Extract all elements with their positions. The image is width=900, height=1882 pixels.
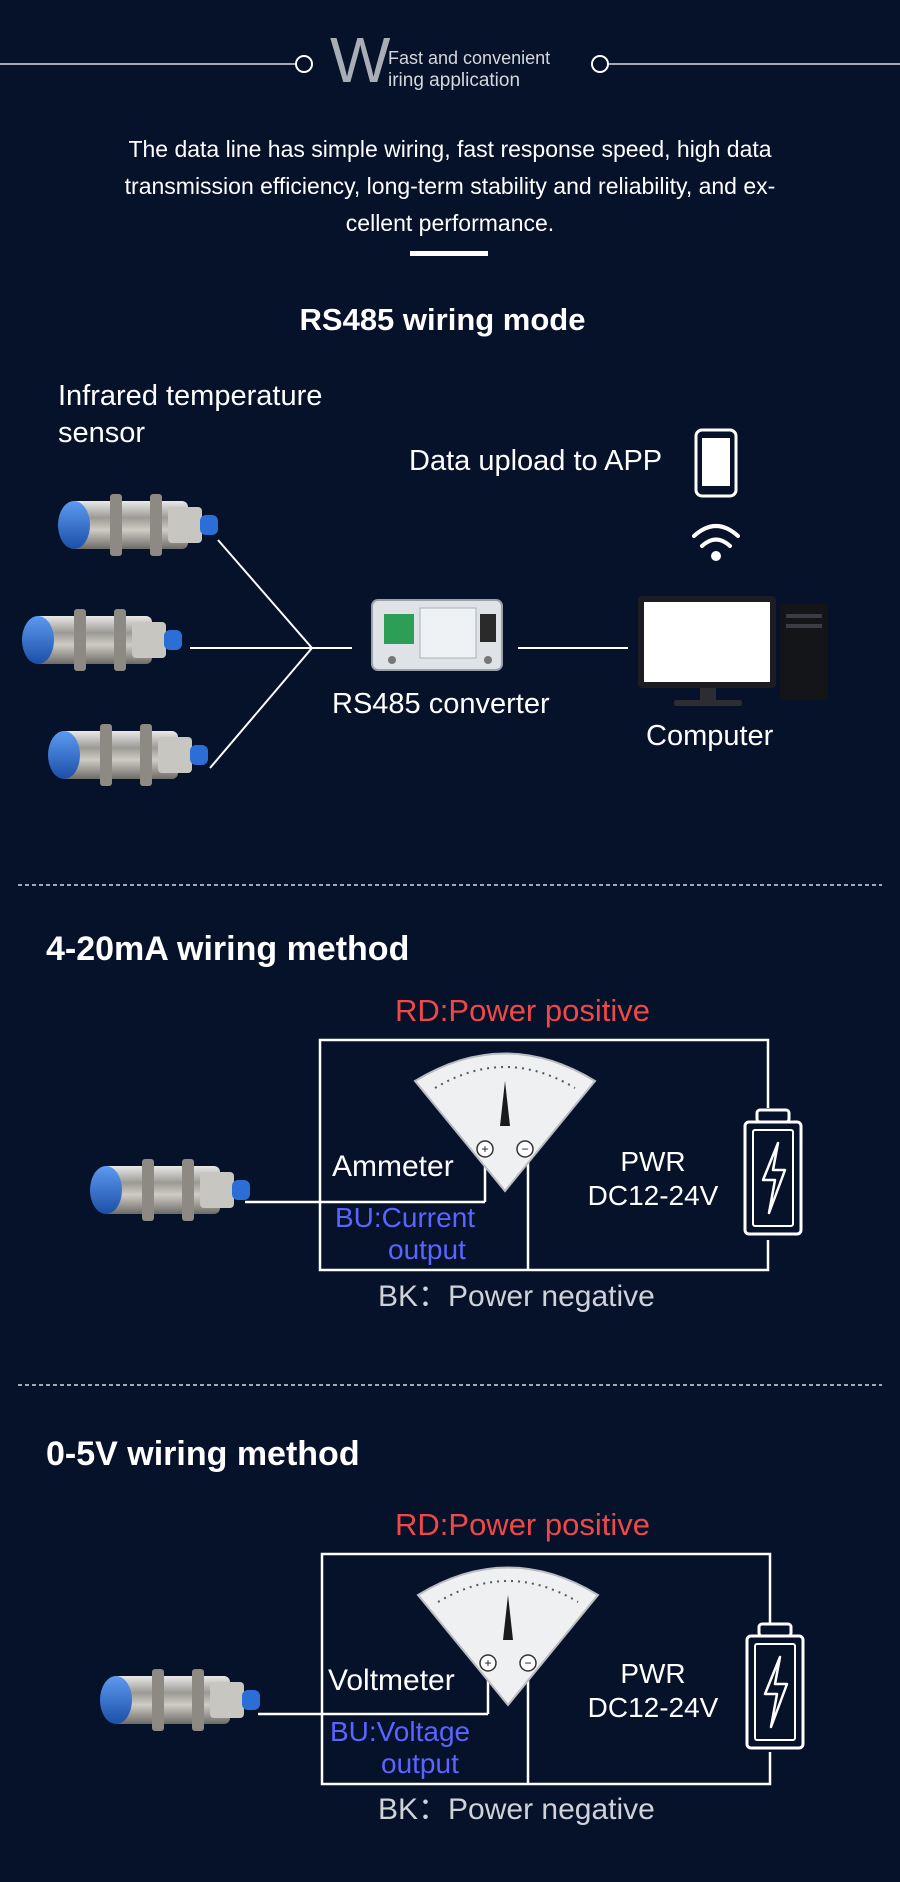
- sensor-2: [22, 609, 182, 671]
- v-rd-label: RD:Power positive: [395, 1507, 650, 1542]
- v-sensor: [100, 1669, 260, 1731]
- header-line-1: Fast and convenient: [388, 48, 551, 68]
- v-pwr-label-2: DC12-24V: [587, 1692, 719, 1723]
- ma-bk-label: BK：Power negative: [378, 1280, 655, 1313]
- upload-label: Data upload to APP: [409, 445, 663, 477]
- voltmeter-label: Voltmeter: [328, 1664, 455, 1697]
- sensor-1: [58, 494, 218, 556]
- ammeter-label: Ammeter: [332, 1150, 454, 1183]
- wifi-icon: [692, 524, 740, 561]
- rs485-converter-device: [371, 599, 503, 671]
- header-line-2: iring application: [388, 70, 521, 91]
- ma-pwr-label-1: PWR: [620, 1146, 686, 1177]
- ma-bu-label-2: output: [388, 1234, 466, 1265]
- description-line-2: transmission efficiency, long-term stabi…: [124, 173, 776, 199]
- sensor-label-1: Infrared temperature: [58, 380, 323, 412]
- v-bu-label-1: BU:Voltage: [330, 1716, 471, 1747]
- rs485-wiring: [190, 539, 628, 769]
- ma-title: 4-20mA wiring method: [46, 930, 410, 968]
- v-pwr-label-1: PWR: [620, 1658, 686, 1689]
- v-title: 0-5V wiring method: [46, 1435, 360, 1473]
- computer-device: [638, 596, 828, 706]
- ma-battery-icon: [743, 1108, 803, 1236]
- ma-sensor: [90, 1159, 250, 1221]
- title-underline: [410, 251, 488, 256]
- header-circle-left: [295, 55, 313, 73]
- ma-pwr-label-2: DC12-24V: [587, 1180, 719, 1211]
- v-battery-icon: [745, 1622, 805, 1750]
- ma-bu-label-1: BU:Current: [335, 1202, 476, 1233]
- description-line-1: The data line has simple wiring, fast re…: [128, 136, 772, 162]
- v-bu-label-2: output: [381, 1748, 459, 1779]
- ma-rd-label: RD:Power positive: [395, 993, 650, 1028]
- computer-label: Computer: [646, 720, 774, 752]
- phone-icon: [694, 428, 738, 498]
- converter-label: RS485 converter: [332, 688, 550, 720]
- sensor-3: [48, 724, 208, 786]
- header-big-letter: W: [330, 24, 391, 96]
- rs485-title: RS485 wiring mode: [299, 302, 586, 337]
- ma-circuit: [245, 1038, 770, 1272]
- v-bk-label: BK：Power negative: [378, 1793, 655, 1826]
- description-line-3: cellent performance.: [345, 210, 555, 236]
- header-circle-right: [591, 55, 609, 73]
- sensor-label-2: sensor: [58, 417, 146, 449]
